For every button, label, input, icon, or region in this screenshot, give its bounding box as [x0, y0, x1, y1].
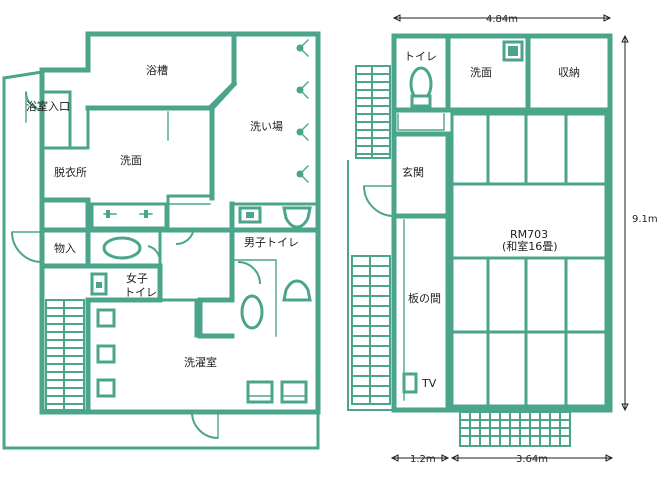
label-washroom-left: 洗面 — [120, 154, 142, 167]
changing-room-wall — [40, 106, 90, 150]
dim-height: 9.1m — [632, 214, 658, 225]
label-room-name: RM703 — [510, 228, 548, 241]
womens-toilet-wall — [85, 263, 163, 303]
label-laundry-room: 洗濯室 — [184, 355, 217, 369]
label-womens-toilet-line2: トイレ — [124, 286, 157, 299]
bath-entrance-wall — [40, 90, 72, 150]
rm703-unit — [347, 33, 613, 447]
womens-toilet-bowl — [102, 236, 142, 260]
dimension-lines — [390, 14, 629, 462]
womens-toilet-upper — [86, 228, 162, 268]
label-washing-area: 洗い場 — [250, 120, 283, 133]
outer-wall-left — [39, 31, 91, 415]
tv-icon — [402, 372, 418, 394]
exterior-walkway-top — [2, 70, 44, 80]
label-tv: TV — [421, 377, 437, 390]
left-stairs — [45, 299, 85, 411]
label-changing-room: 脱衣所 — [54, 165, 87, 179]
washroom-lower-wall — [166, 194, 214, 232]
tatami-mats — [450, 112, 608, 408]
dim-bottom-left: 1.2m — [410, 454, 436, 465]
dim-bottom-right: 3.64m — [516, 454, 548, 465]
right-stairs — [347, 65, 392, 411]
outer-wall-right — [85, 31, 321, 415]
label-closet: 収納 — [558, 66, 580, 79]
sink-counter — [90, 202, 168, 230]
storage-door — [11, 231, 43, 263]
mens-toilet-bowl — [240, 294, 264, 330]
exterior-walkway-wall — [2, 76, 320, 450]
hall-door — [175, 227, 195, 246]
shower-fixtures — [296, 39, 309, 183]
storage-wall — [39, 227, 91, 269]
bath-facility — [2, 31, 321, 450]
bottom-steps — [459, 411, 571, 447]
laundry-door — [191, 411, 219, 439]
urinal-bottom — [282, 279, 312, 302]
label-wood-floor-room: 板の間 — [408, 291, 441, 305]
rm703-outer-wall — [391, 33, 613, 413]
labels: 浴室入口 浴槽 洗い場 脱衣所 洗面 物入 女子 トイレ 男子トイレ 洗濯室 ト… — [26, 14, 658, 465]
entrance-door — [363, 185, 395, 217]
label-toilet-right: トイレ — [404, 50, 437, 63]
urinal-top — [282, 206, 312, 229]
label-mens-toilet: 男子トイレ — [244, 236, 299, 249]
entrance-wall — [391, 131, 451, 219]
label-washroom-right: 洗面 — [470, 66, 492, 79]
washing-area-wall — [209, 80, 238, 201]
mens-toilet-inner — [231, 259, 277, 337]
label-entrance: 玄関 — [402, 165, 424, 179]
washing-machines — [96, 308, 308, 404]
label-room-type: (和室16畳) — [502, 239, 558, 253]
label-bathtub: 浴槽 — [146, 64, 168, 77]
label-womens-toilet-line1: 女子 — [126, 271, 148, 285]
mid-wall — [39, 197, 321, 233]
label-bath-entrance: 浴室入口 — [26, 99, 70, 113]
label-storage: 物入 — [54, 241, 76, 255]
mens-toilet-left — [197, 201, 235, 339]
dim-top-width: 4.84m — [486, 14, 518, 25]
